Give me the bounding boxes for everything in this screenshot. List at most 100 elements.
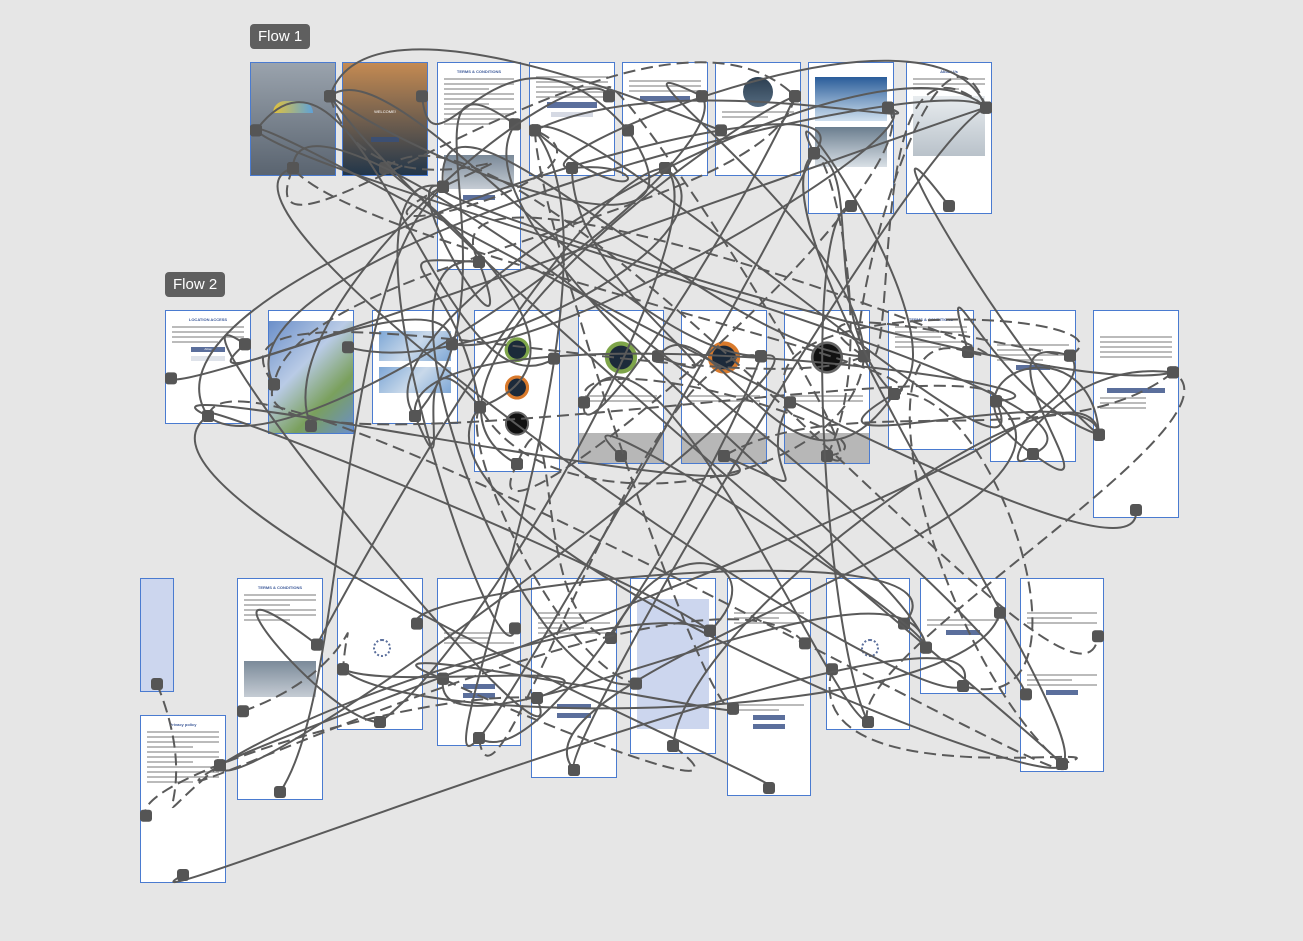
wire-node[interactable]: [845, 200, 857, 212]
wire-node[interactable]: [239, 338, 251, 351]
wire-node[interactable]: [529, 124, 541, 137]
wire-node[interactable]: [305, 420, 317, 432]
confirm-button[interactable]: [946, 630, 980, 635]
wire-node[interactable]: [882, 101, 894, 114]
wire-node[interactable]: [437, 672, 449, 685]
wire-node[interactable]: [704, 624, 716, 637]
wire-node[interactable]: [374, 716, 386, 728]
wire-node[interactable]: [165, 372, 177, 385]
summary-2-button-2[interactable]: [557, 713, 591, 718]
terms-3-heading: TERMS & CONDITIONS: [257, 585, 303, 590]
wire-node[interactable]: [531, 692, 543, 704]
wire-node[interactable]: [177, 869, 189, 881]
wire-node[interactable]: [888, 388, 900, 400]
wire-node[interactable]: [473, 732, 485, 744]
wire-node[interactable]: [342, 341, 354, 354]
wire-node[interactable]: [858, 350, 870, 363]
wire-node[interactable]: [696, 90, 708, 103]
wire-node[interactable]: [511, 458, 523, 470]
wire-node[interactable]: [409, 410, 421, 422]
wire-node[interactable]: [755, 350, 767, 363]
login-button[interactable]: [639, 96, 691, 101]
wire-node[interactable]: [1064, 349, 1076, 362]
wire-node[interactable]: [763, 782, 775, 794]
wire-node[interactable]: [943, 200, 955, 212]
wire-node[interactable]: [411, 617, 423, 630]
wire-node[interactable]: [473, 256, 485, 268]
wire-node[interactable]: [268, 378, 280, 391]
wire-node[interactable]: [630, 677, 642, 690]
order-1-button-1[interactable]: [752, 715, 786, 720]
pay-button[interactable]: [1106, 388, 1166, 393]
wire-node[interactable]: [652, 350, 664, 363]
wire-node[interactable]: [237, 705, 249, 718]
wire-node[interactable]: [578, 396, 590, 409]
prototype-wire: [1016, 370, 1174, 462]
wire-node[interactable]: [287, 162, 299, 174]
wire-node[interactable]: [151, 678, 163, 690]
wire-node[interactable]: [615, 450, 627, 462]
wire-node[interactable]: [474, 401, 486, 414]
wire-node[interactable]: [990, 395, 1002, 408]
wire-node[interactable]: [1027, 448, 1039, 460]
wire-node[interactable]: [566, 162, 578, 174]
wire-node[interactable]: [727, 702, 739, 715]
wire-node[interactable]: [311, 638, 323, 651]
prototype-wire: [207, 400, 1066, 771]
wire-node[interactable]: [789, 90, 801, 103]
wire-node[interactable]: [994, 606, 1006, 619]
wire-node[interactable]: [718, 450, 730, 462]
prototype-wire: [242, 632, 349, 713]
wire-node[interactable]: [808, 147, 820, 160]
summary-2-button-1[interactable]: [557, 704, 591, 709]
wire-node[interactable]: [784, 396, 796, 409]
flow-1-label[interactable]: Flow 1: [250, 24, 311, 49]
signup-button[interactable]: [546, 102, 598, 108]
wire-node[interactable]: [250, 124, 262, 137]
wire-node[interactable]: [324, 90, 336, 103]
allow-button[interactable]: Allow: [191, 347, 225, 352]
prototype-wire: [828, 668, 1078, 765]
flow-2-label[interactable]: Flow 2: [165, 272, 226, 297]
wire-node[interactable]: [416, 90, 428, 103]
prototype-wire: [197, 618, 806, 782]
prototype-wire: [441, 612, 927, 707]
terms-heading: TERMS & CONDITIONS: [456, 69, 502, 74]
prototype-wire: [262, 331, 865, 385]
wire-node[interactable]: [980, 101, 992, 114]
artboard-loader-1[interactable]: [140, 578, 174, 692]
wire-node[interactable]: [202, 410, 214, 422]
wire-node[interactable]: [715, 124, 727, 137]
order-2-button[interactable]: [1045, 690, 1079, 695]
wire-node[interactable]: [1093, 428, 1105, 441]
welcome-button[interactable]: [371, 137, 399, 142]
wire-node[interactable]: [1130, 504, 1142, 516]
wire-node[interactable]: [1056, 758, 1068, 770]
wire-node[interactable]: [862, 716, 874, 728]
wire-node[interactable]: [509, 622, 521, 635]
prototype-wire: [475, 406, 637, 685]
wire-node[interactable]: [667, 740, 679, 752]
wire-node[interactable]: [821, 450, 833, 462]
wire-node[interactable]: [548, 352, 560, 365]
wire-node[interactable]: [337, 663, 349, 676]
wire-node[interactable]: [214, 759, 226, 772]
wire-node[interactable]: [1020, 688, 1032, 701]
order-1-button-2[interactable]: [752, 724, 786, 729]
wire-node[interactable]: [603, 90, 615, 103]
wire-node[interactable]: [1092, 630, 1104, 643]
prototype-wire: [534, 99, 899, 132]
wire-node[interactable]: [799, 637, 811, 650]
wire-node[interactable]: [437, 180, 449, 193]
wire-node[interactable]: [920, 641, 932, 654]
wire-node[interactable]: [568, 764, 580, 776]
prototype-wire: [582, 377, 846, 457]
artboard-payment[interactable]: [1093, 310, 1179, 518]
wire-node[interactable]: [957, 680, 969, 692]
wire-node[interactable]: [274, 786, 286, 798]
summary-1-button-1[interactable]: [462, 684, 496, 689]
login-link[interactable]: [551, 112, 593, 117]
wire-node[interactable]: [140, 809, 152, 822]
wire-node[interactable]: [1167, 366, 1179, 379]
